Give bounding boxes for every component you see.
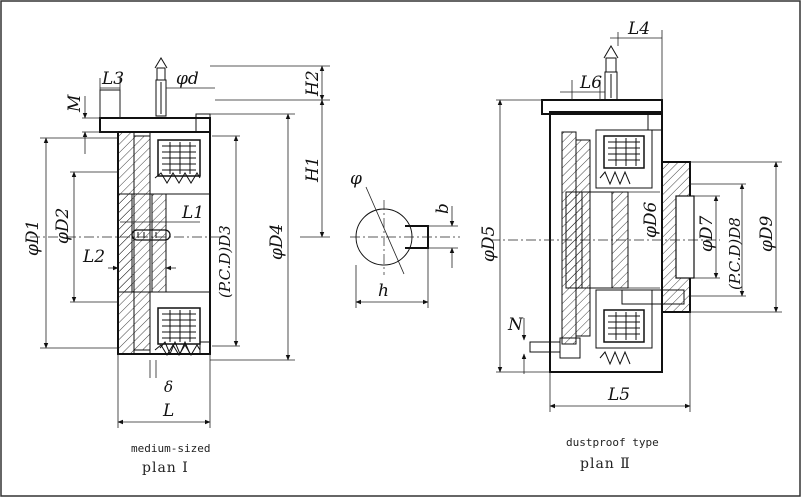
label-L4: L4 xyxy=(627,19,650,39)
plan1-hub-hatch-right xyxy=(151,193,167,293)
plan2-upper-spring xyxy=(599,170,631,186)
plan2-housing xyxy=(549,111,663,373)
plan1-release-lever xyxy=(154,57,168,117)
label-phi-D1: φD1 xyxy=(23,220,43,256)
plan1-caption-bottom: plan Ⅰ xyxy=(142,460,189,476)
plan2-top-bolt xyxy=(647,113,663,131)
label-phi-D6: φD6 xyxy=(641,201,661,238)
label-H2: H2 xyxy=(303,70,323,97)
plan1-caption-top: medium-sized xyxy=(131,442,210,455)
plan1-top-screw xyxy=(195,113,211,133)
plan2-release-lever xyxy=(603,45,619,101)
plan2-cover-plate xyxy=(541,99,663,115)
label-L6: L6 xyxy=(579,73,602,93)
label-phi-D5: φD5 xyxy=(479,226,499,262)
label-L5: L5 xyxy=(607,385,630,405)
plan1-bottom-screw xyxy=(199,341,211,355)
plan1-drawing xyxy=(30,57,330,428)
plan1-mounting-plate xyxy=(99,117,211,133)
plan1-hub-hatch-left xyxy=(117,193,133,293)
plan1-lower-coil-winding xyxy=(162,310,196,342)
plan2-lower-spring xyxy=(599,350,631,366)
label-L2: L2 xyxy=(82,247,105,267)
plan1-upper-coil-winding xyxy=(162,142,196,174)
plan2-flange-bore xyxy=(675,195,695,279)
label-L3: L3 xyxy=(101,69,124,89)
label-L1: L1 xyxy=(181,203,204,223)
plan1-upper-coil xyxy=(157,139,201,177)
plan2-lower-coil-winding xyxy=(608,312,640,340)
plan1-upper-spring xyxy=(154,172,201,184)
label-M: M xyxy=(65,94,85,113)
label-keyway-phi: φ xyxy=(350,169,362,189)
keyway-section xyxy=(350,186,460,308)
plan1-bolt-head xyxy=(99,89,121,119)
plan1-key xyxy=(131,229,171,241)
label-keyway-b: b xyxy=(433,203,453,214)
label-phi-D9: φD9 xyxy=(757,215,777,252)
label-PCD-D8: (P.C.D)D8 xyxy=(726,217,744,290)
label-delta: δ xyxy=(164,378,173,396)
label-PCD-D3: (P.C.D)D3 xyxy=(216,225,234,298)
plan2-upper-coil-winding xyxy=(608,138,640,166)
plan1-armature xyxy=(133,135,151,351)
plan2-upper-housing xyxy=(595,129,653,189)
plan2-drawing xyxy=(490,30,782,412)
label-keyway-h: h xyxy=(378,281,389,301)
plan1-lower-coil xyxy=(157,307,201,345)
plan2-lower-coil xyxy=(603,309,645,343)
label-L: L xyxy=(162,401,174,421)
plan1-lower-spring xyxy=(154,344,201,356)
label-H1: H1 xyxy=(303,156,323,183)
label-phi-D2: φD2 xyxy=(53,208,73,244)
plan2-caption-top: dustproof type xyxy=(566,436,659,449)
label-N: N xyxy=(507,315,524,335)
plan2-caption-bottom: plan Ⅱ xyxy=(580,456,631,472)
plan2-screw xyxy=(621,289,685,305)
plan2-terminal xyxy=(529,341,561,353)
label-phi-d: φd xyxy=(176,69,199,89)
label-phi-D7: φD7 xyxy=(697,215,717,252)
plan1-bottom-spring xyxy=(159,340,191,356)
label-phi-D4: φD4 xyxy=(267,224,287,260)
plan2-upper-coil xyxy=(603,135,645,169)
